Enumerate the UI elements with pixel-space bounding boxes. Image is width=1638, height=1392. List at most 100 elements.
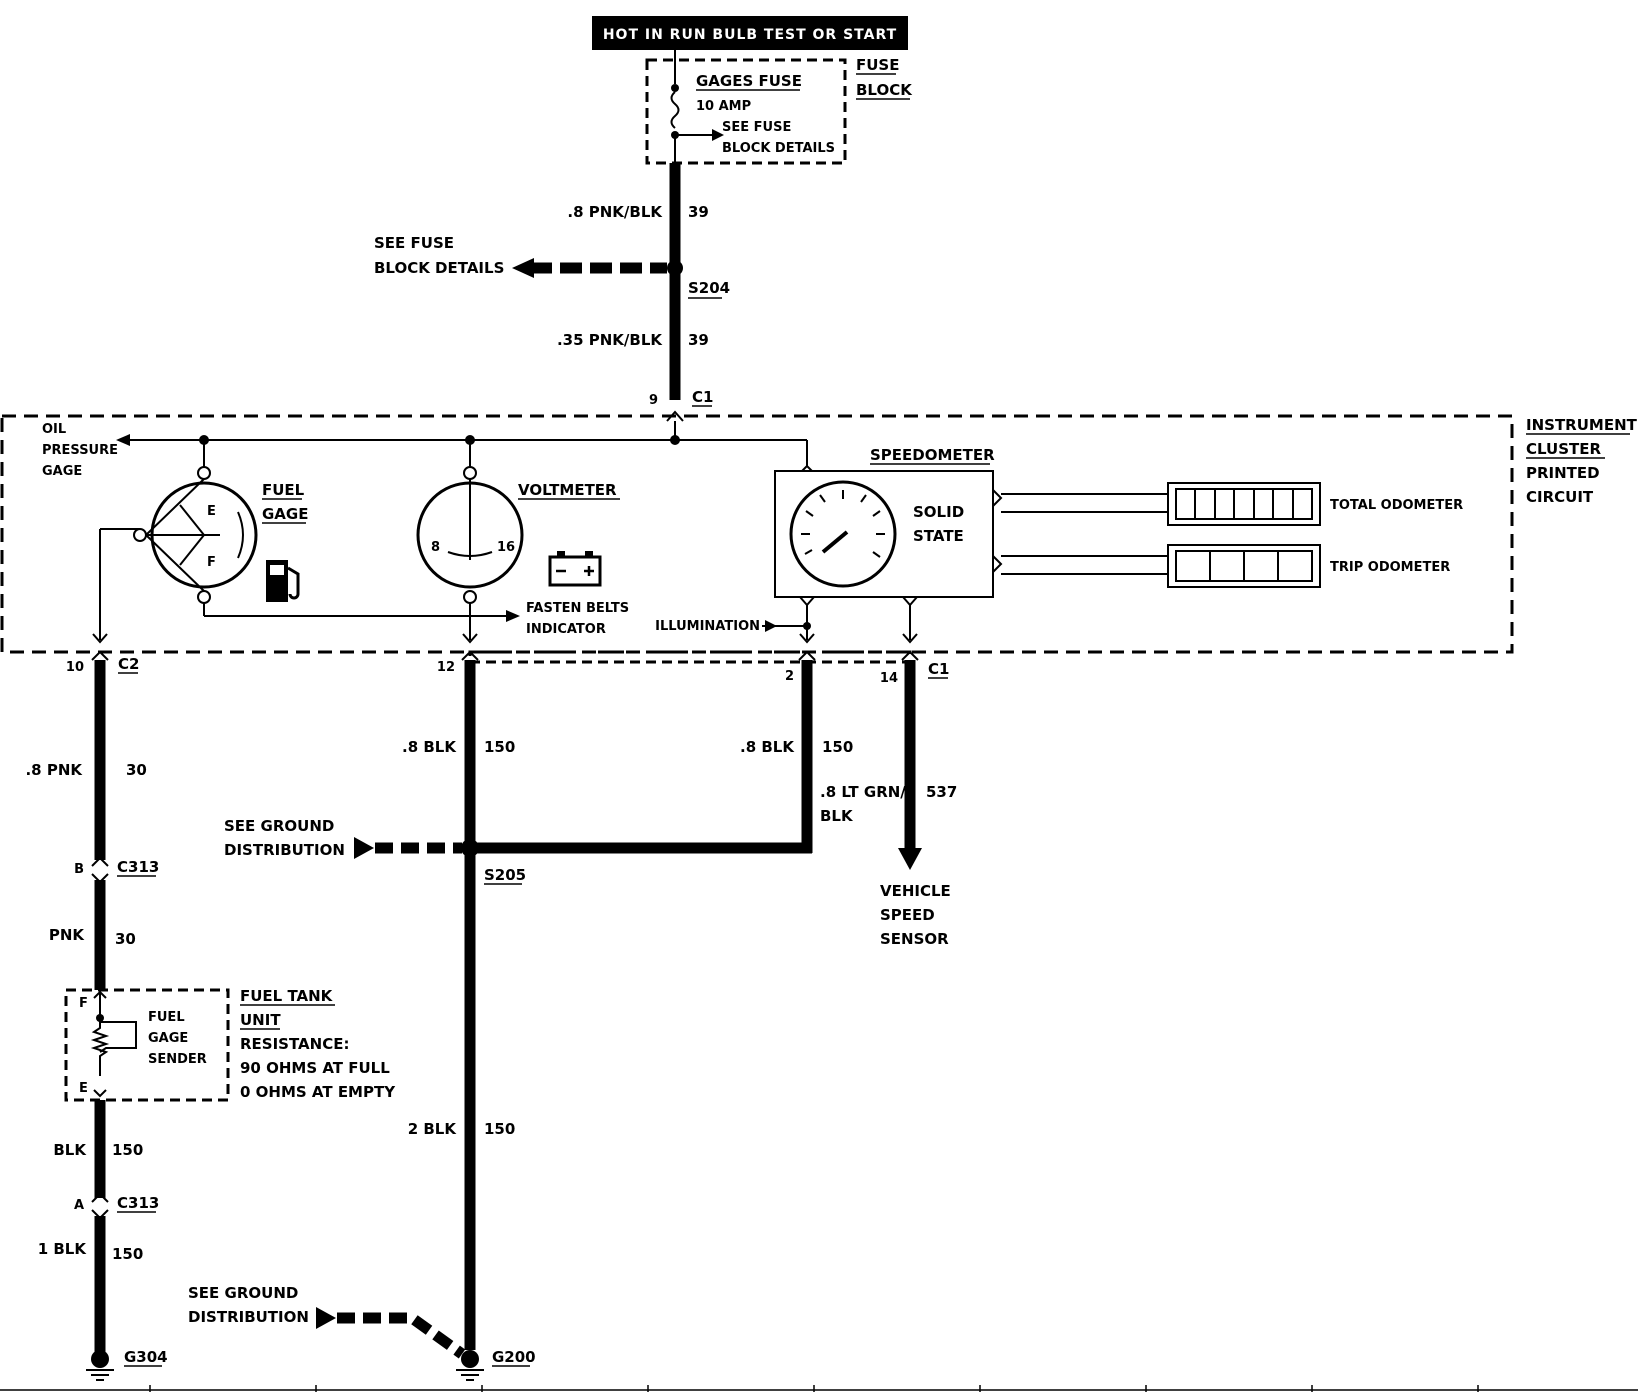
trip-odometer: TRIP ODOMETER — [1167, 544, 1450, 588]
splice-s205-label: S205 — [484, 866, 526, 884]
feed-pin: 9 — [649, 393, 658, 408]
solid-state-label-2: STATE — [913, 527, 964, 545]
c2-pin: 10 — [66, 660, 84, 675]
pin-2: 2 — [785, 669, 794, 684]
illumination-label: ILLUMINATION — [655, 619, 760, 634]
ground-symbol-g200 — [456, 1350, 484, 1381]
speed-wire-label-1: .8 LT GRN/ — [820, 783, 906, 801]
fuel-tank-unit: F E FUEL GAGE SENDER — [64, 988, 230, 1102]
see-ground-1-line2: DISTRIBUTION — [224, 841, 345, 859]
illum-circuit: 150 — [822, 738, 853, 756]
c313-bottom-label: C313 — [117, 1194, 159, 1212]
left-circuit4: 150 — [112, 1245, 143, 1263]
oil-gage-label-2: PRESSURE — [42, 443, 118, 458]
oil-gage-label-3: GAGE — [42, 464, 82, 479]
c313-top-label: C313 — [117, 858, 159, 876]
fuel-gage-label-1: FUEL — [262, 481, 305, 499]
oil-gage-label-1: OIL — [42, 422, 66, 437]
speed-connector: C1 — [928, 660, 949, 678]
feed-see-line1: SEE FUSE — [374, 234, 454, 252]
ground-g200-label: G200 — [492, 1348, 536, 1366]
feed-upper-circuit: 39 — [688, 203, 709, 221]
c313-pin-b: B — [74, 862, 84, 877]
power-header: HOT IN RUN BULB TEST OR START — [592, 16, 908, 50]
tank-label-4: 90 OHMS AT FULL — [240, 1059, 390, 1077]
tank-label-5: 0 OHMS AT EMPTY — [240, 1083, 396, 1101]
ground-symbol-g304 — [86, 1350, 114, 1381]
voltmeter-high-mark: 16 — [497, 540, 515, 555]
voltmeter-label: VOLTMETER — [518, 481, 617, 499]
left-wire4-label: 1 BLK — [38, 1240, 88, 1258]
voltmeter-low-mark: 8 — [431, 540, 440, 555]
fuel-gage: E F FUEL GAGE — [92, 440, 508, 644]
fuel-gage-label-2: GAGE — [262, 505, 308, 523]
middle-wire2-label: 2 BLK — [408, 1120, 458, 1138]
middle-circuit2: 150 — [484, 1120, 515, 1138]
fuse-rating: 10 AMP — [696, 99, 751, 114]
cluster-label-1: INSTRUMENT — [1526, 416, 1638, 434]
illum-wire-label: .8 BLK — [740, 738, 795, 756]
pin-14: 14 — [880, 671, 898, 686]
battery-icon — [548, 551, 602, 587]
left-circuit1: 30 — [126, 761, 147, 779]
sensor-label-2: SPEED — [880, 906, 935, 924]
fuel-pump-icon — [266, 560, 300, 602]
feed-connector: C1 — [692, 388, 713, 406]
fuse-see-line2: BLOCK DETAILS — [722, 141, 835, 156]
page-bottom-rule — [0, 1385, 1638, 1392]
fuse-name: GAGES FUSE — [696, 72, 802, 90]
see-ground-2-line2: DISTRIBUTION — [188, 1308, 309, 1326]
fuse-see-line1: SEE FUSE — [722, 120, 791, 135]
sender-label-3: SENDER — [148, 1052, 207, 1067]
fasten-belts-label-2: INDICATOR — [526, 622, 606, 637]
cluster-label-2: CLUSTER — [1526, 440, 1601, 458]
voltmeter: 8 16 VOLTMETER — [416, 440, 620, 644]
fuse-block-label-2: BLOCK — [856, 81, 913, 99]
feed-lower-wire-label: .35 PNK/BLK — [557, 331, 663, 349]
ground-g304-label: G304 — [124, 1348, 168, 1366]
fuse-block: GAGES FUSE 10 AMP SEE FUSE BLOCK DETAILS… — [645, 50, 913, 165]
feed-upper-wire-label: .8 PNK/BLK — [567, 203, 663, 221]
fasten-belts-label-1: FASTEN BELTS — [526, 601, 629, 616]
pin-12: 12 — [437, 660, 455, 675]
cluster-label-4: CIRCUIT — [1526, 488, 1594, 506]
speed-sensor-circuit: 14 C1 .8 LT GRN/ BLK 537 VEHICLE SPEED S… — [820, 650, 957, 948]
fuse-block-label-1: FUSE — [856, 56, 899, 74]
tank-label-2: UNIT — [240, 1011, 281, 1029]
left-circuit3: 150 — [112, 1141, 143, 1159]
total-odometer-label: TOTAL ODOMETER — [1330, 498, 1463, 513]
ground-circuit: 12 .8 BLK 150 SEE GROUND DISTRIBUTION S2… — [188, 650, 536, 1381]
trip-odometer-label: TRIP ODOMETER — [1330, 560, 1450, 575]
speed-wire-label-2: BLK — [820, 807, 854, 825]
left-wire1-label: .8 PNK — [25, 761, 83, 779]
left-wire2-label: PNK — [49, 926, 86, 944]
sensor-label-1: VEHICLE — [880, 882, 951, 900]
speedometer: SPEEDOMETER SOLID STATE — [655, 446, 1168, 644]
tank-pin-e: E — [79, 1081, 88, 1096]
middle-wire1-label: .8 BLK — [402, 738, 457, 756]
illumination-ground-circuit: 2 .8 BLK 150 — [474, 650, 853, 854]
tank-label-3: RESISTANCE: — [240, 1035, 349, 1053]
instrument-cluster: INSTRUMENT CLUSTER PRINTED CIRCUIT OIL P… — [0, 414, 1638, 654]
speed-circuit: 537 — [926, 783, 957, 801]
power-header-label: HOT IN RUN BULB TEST OR START — [603, 27, 897, 43]
c2-connector: C2 — [118, 655, 139, 673]
total-odometer: TOTAL ODOMETER — [1167, 482, 1463, 526]
middle-circuit1: 150 — [484, 738, 515, 756]
fuel-gage-e-mark: E — [207, 504, 216, 519]
fuel-sender-circuit: 10 C2 .8 PNK 30 B C313 PNK 30 F E FUEL G… — [25, 650, 396, 1381]
c313-pin-a: A — [74, 1198, 84, 1213]
left-circuit2: 30 — [115, 930, 136, 948]
feed-see-line2: BLOCK DETAILS — [374, 259, 504, 277]
tank-label-1: FUEL TANK — [240, 987, 334, 1005]
see-ground-1-line1: SEE GROUND — [224, 817, 334, 835]
speedometer-label: SPEEDOMETER — [870, 446, 995, 464]
solid-state-label-1: SOLID — [913, 503, 964, 521]
cluster-label-3: PRINTED — [1526, 464, 1600, 482]
fuel-gage-f-mark: F — [207, 555, 216, 570]
tank-pin-f: F — [79, 996, 88, 1011]
sensor-label-3: SENSOR — [880, 930, 949, 948]
feed-circuit: .8 PNK/BLK 39 S204 SEE FUSE BLOCK DETAIL… — [374, 163, 730, 422]
sender-label-1: FUEL — [148, 1010, 185, 1025]
